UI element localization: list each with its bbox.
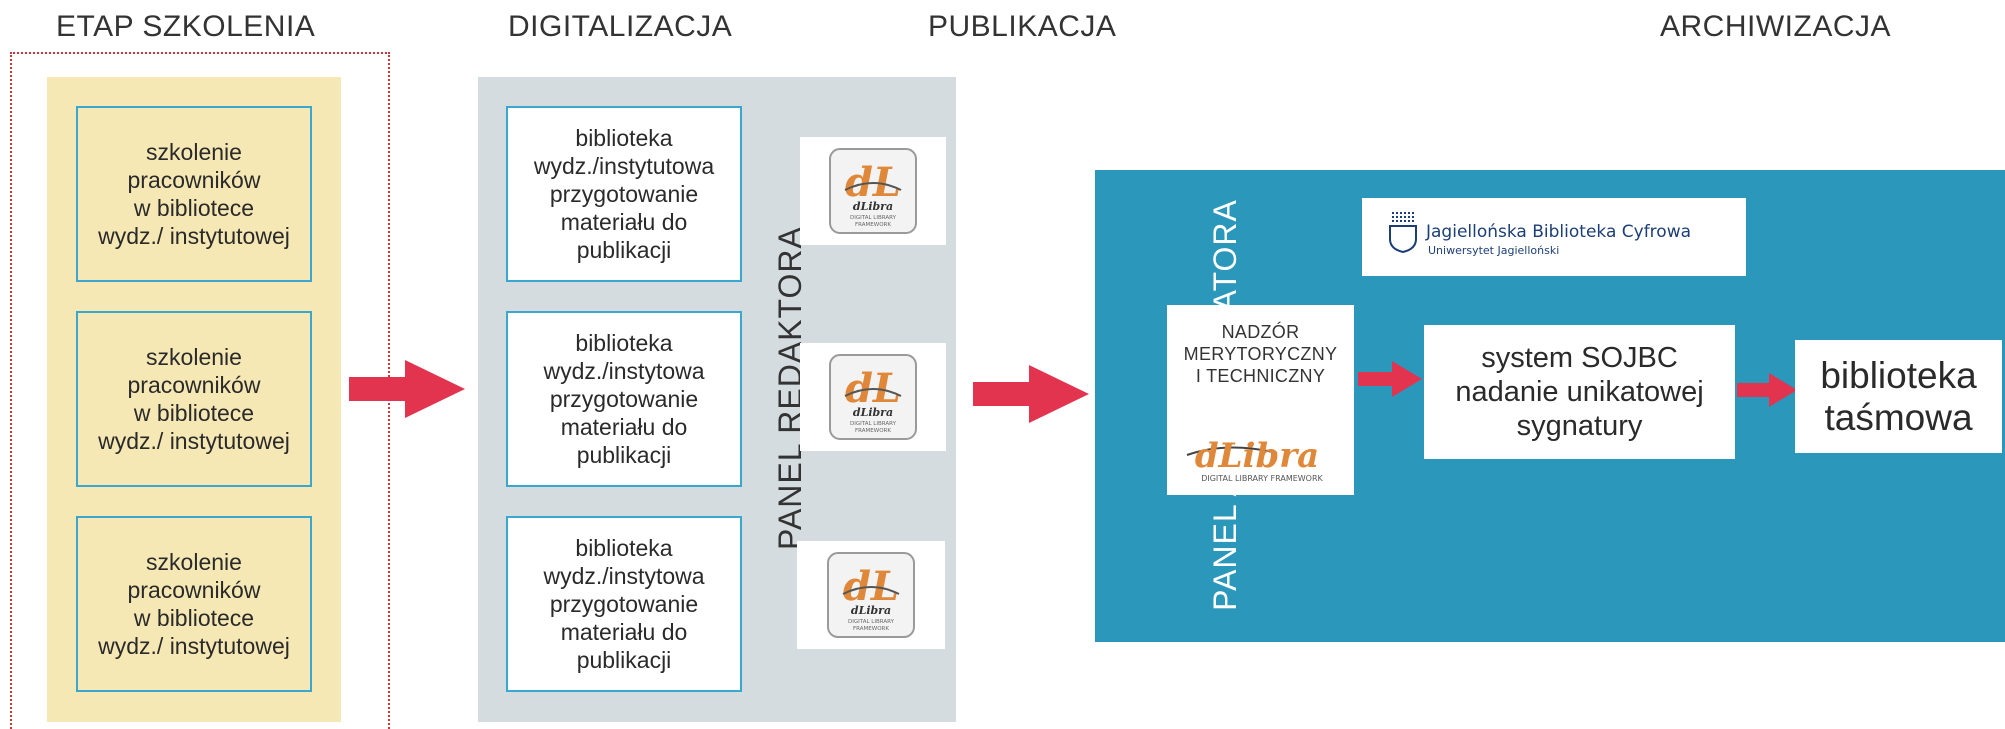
dlibra-tag: FRAMEWORK <box>855 428 891 434</box>
digitization-box-line: biblioteka <box>575 330 673 356</box>
training-box: szkolenie pracowników w bibliotece wydz.… <box>76 106 312 282</box>
dlibra-name: dLibra <box>851 604 891 617</box>
phase-title-publication: PUBLIKACJA <box>928 10 1117 43</box>
training-box-line: pracowników <box>127 167 261 193</box>
supervision-line: NADZÓR <box>1221 322 1300 342</box>
dlibra-logo-card: dL dLibra DIGITAL LIBRARY FRAMEWORK <box>800 343 946 451</box>
training-box-line: wydz./ instytutowej <box>98 428 290 454</box>
dlibra-tag: DIGITAL LIBRARY <box>850 215 897 221</box>
digitization-box: biblioteka wydz./instytowa przygotowanie… <box>506 516 742 692</box>
digitization-box-line: biblioteka <box>575 535 673 561</box>
dlibra-logo-icon: dL dLibra DIGITAL LIBRARY FRAMEWORK <box>829 354 917 440</box>
flow-arrow-sojbc-to-tape <box>1737 373 1797 407</box>
dlibra-tag: DIGITAL LIBRARY <box>850 421 897 427</box>
sojbc-line: system SOJBC <box>1481 342 1678 374</box>
digitization-box-line: wydz./instytowa <box>543 358 705 384</box>
flow-arrow-digitization-to-admin <box>973 365 1089 423</box>
supervision-text: NADZÓR MERYTORYCZNY I TECHNICZNY <box>1167 321 1354 387</box>
dlibra-name: dLibra <box>853 200 893 213</box>
digitization-box-line: wydz./instytowa <box>543 563 705 589</box>
dlibra-tag: FRAMEWORK <box>853 626 889 632</box>
digitization-box-line: materiału do <box>560 209 688 235</box>
tape-library-line: biblioteka <box>1820 354 1977 396</box>
sojbc-line: nadanie unikatowej <box>1455 376 1704 408</box>
jbc-logo-title: Jagiellońska Biblioteka Cyfrowa <box>1426 222 1692 242</box>
digitization-box: biblioteka wydz./instytutowa przygotowan… <box>506 106 742 282</box>
digitization-box-line: publikacji <box>576 237 672 263</box>
supervision-box: NADZÓR MERYTORYCZNY I TECHNICZNY dLibra … <box>1167 305 1354 495</box>
digitization-box-line: publikacji <box>576 442 672 468</box>
digitization-box-line: wydz./instytutowa <box>533 153 715 179</box>
phase-title-archiving: ARCHIWIZACJA <box>1660 10 1891 43</box>
training-box-line: szkolenie <box>146 139 242 165</box>
flow-arrow-supervision-to-sojbc <box>1358 361 1422 397</box>
training-box: szkolenie pracowników w bibliotece wydz.… <box>76 516 312 692</box>
digitization-box-line: publikacji <box>576 647 672 673</box>
digitization-box-line: przygotowanie <box>549 386 699 412</box>
tape-library-box: biblioteka taśmowa <box>1795 340 2002 453</box>
digitization-box-line: biblioteka <box>575 125 673 151</box>
training-box-line: w bibliotece <box>133 195 255 221</box>
supervision-line: I TECHNICZNY <box>1195 366 1326 386</box>
dlibra-logo-card: dL dLibra DIGITAL LIBRARY FRAMEWORK <box>797 541 945 649</box>
phase-title-training: ETAP SZKOLENIA <box>56 10 316 43</box>
training-box-line: w bibliotece <box>133 605 255 631</box>
sojbc-line: sygnatury <box>1516 410 1643 442</box>
tape-library-line: taśmowa <box>1824 396 1973 438</box>
training-box-line: szkolenie <box>146 344 242 370</box>
training-box-line: wydz./ instytutowej <box>98 633 290 659</box>
dlibra-name: dLibra <box>853 406 893 419</box>
jbc-logo-subtitle: Uniwersytet Jagielloński <box>1428 244 1560 257</box>
jbc-logo-card: Jagiellońska Biblioteka Cyfrowa Uniwersy… <box>1362 198 1746 276</box>
dlibra-tag: FRAMEWORK <box>855 222 891 228</box>
dlibra-wide-name: dLibra <box>1195 436 1319 476</box>
training-box-line: wydz./ instytutowej <box>98 223 290 249</box>
supervision-line: MERYTORYCZNY <box>1183 344 1338 364</box>
training-box-line: w bibliotece <box>133 400 255 426</box>
phase-title-digitization: DIGITALIZACJA <box>508 10 733 43</box>
digitization-box-line: przygotowanie <box>549 181 699 207</box>
training-box: szkolenie pracowników w bibliotece wydz.… <box>76 311 312 487</box>
jbc-crest-icon <box>1389 212 1417 253</box>
dlibra-tag: DIGITAL LIBRARY <box>848 619 895 625</box>
dlibra-wide-tag: DIGITAL LIBRARY FRAMEWORK <box>1201 474 1323 483</box>
digitization-box-line: materiału do <box>560 619 688 645</box>
dlibra-logo-icon: dL dLibra DIGITAL LIBRARY FRAMEWORK <box>827 552 915 638</box>
dlibra-wide-logo-icon: dLibra DIGITAL LIBRARY FRAMEWORK <box>1186 436 1324 483</box>
digitization-box-line: materiału do <box>560 414 688 440</box>
training-box-line: pracowników <box>127 372 261 398</box>
flow-arrow-training-to-digitization <box>349 360 465 418</box>
sojbc-box: system SOJBC nadanie unikatowej sygnatur… <box>1424 325 1735 459</box>
dlibra-logo-card: dL dLibra DIGITAL LIBRARY FRAMEWORK <box>800 137 946 245</box>
training-box-line: pracowników <box>127 577 261 603</box>
training-box-line: szkolenie <box>146 549 242 575</box>
digitization-box-line: przygotowanie <box>549 591 699 617</box>
dlibra-logo-icon: dL dLibra DIGITAL LIBRARY FRAMEWORK <box>829 148 917 234</box>
digitization-box: biblioteka wydz./instytowa przygotowanie… <box>506 311 742 487</box>
